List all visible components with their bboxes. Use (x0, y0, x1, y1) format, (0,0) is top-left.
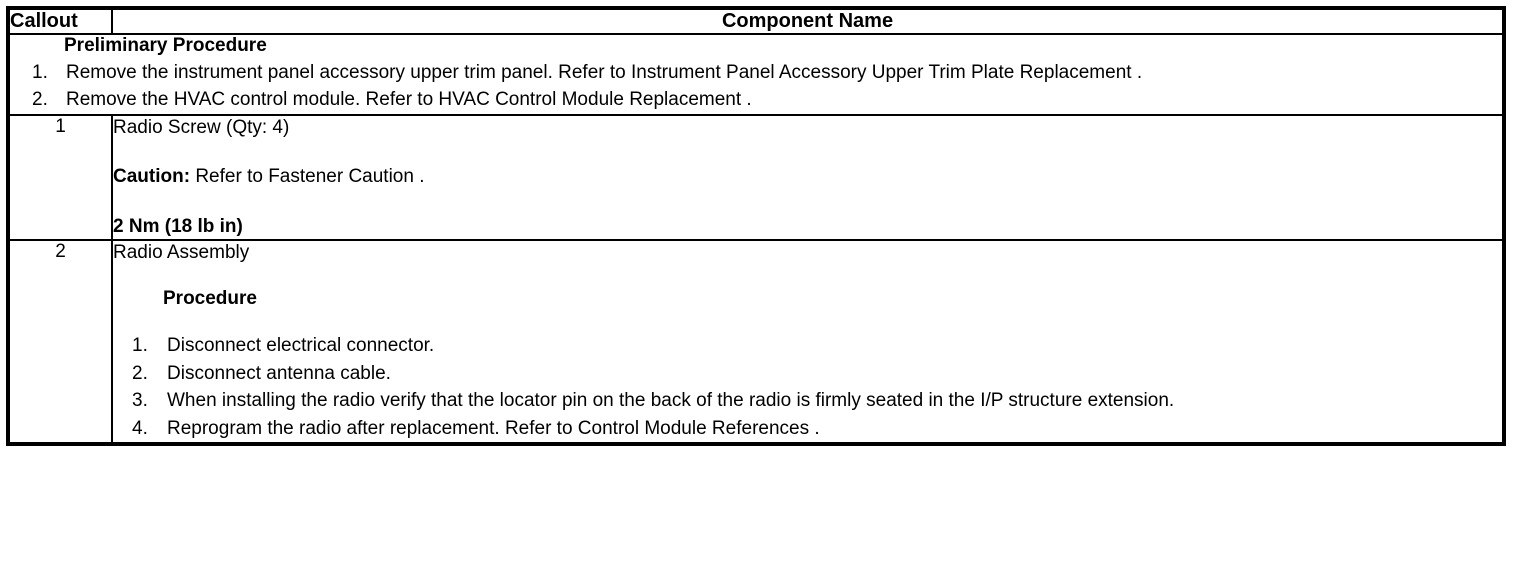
list-item: 3. When installing the radio verify that… (113, 387, 1502, 414)
caution-label: Caution: (113, 166, 191, 188)
callout-number: 2 (7, 238, 113, 445)
preliminary-procedure-cell: Preliminary Procedure 1. Remove the inst… (7, 33, 1505, 116)
table-row: 2 Radio Assembly Procedure 1. Disconnect… (7, 238, 1505, 445)
spacer (113, 189, 1502, 215)
table-body: Preliminary Procedure 1. Remove the inst… (7, 33, 1505, 445)
list-item-number: 1. (132, 335, 148, 357)
callout-number: 1 (7, 113, 113, 241)
list-item: 1. Remove the instrument panel accessory… (10, 60, 1502, 87)
service-procedure-table: Callout Component Name Preliminary Proce… (6, 6, 1506, 446)
list-item-number: 3. (132, 390, 148, 412)
torque-specification: 2 Nm (18 lb in) (113, 216, 243, 238)
list-item-text: Remove the HVAC control module. Refer to… (66, 88, 752, 110)
spacer (113, 139, 1502, 165)
preliminary-procedure-row: Preliminary Procedure 1. Remove the inst… (7, 33, 1505, 116)
list-item-number: 2. (32, 88, 48, 110)
caution-text: Refer to Fastener Caution . (190, 166, 425, 188)
component-name-text: Radio Assembly (113, 241, 250, 263)
list-item-text: Remove the instrument panel accessory up… (66, 61, 1143, 83)
procedure-title: Procedure (163, 287, 257, 309)
list-item-number: 2. (132, 362, 148, 384)
list-item-text: Disconnect electrical connector. (167, 335, 435, 357)
caution-note: Caution: Refer to Fastener Caution . (113, 165, 1502, 189)
spacer (113, 265, 1502, 287)
list-item-text: Disconnect antenna cable. (167, 362, 391, 384)
service-procedure-table-container: Callout Component Name Preliminary Proce… (6, 6, 1506, 446)
table-header: Callout Component Name (7, 7, 1505, 35)
spacer (113, 310, 1502, 332)
procedure-list: 1. Disconnect electrical connector. 2. D… (113, 332, 1502, 441)
component-detail-cell: Radio Screw (Qty: 4) Caution: Refer to F… (111, 113, 1505, 241)
preliminary-procedure-title: Preliminary Procedure (64, 35, 267, 56)
component-detail-cell: Radio Assembly Procedure 1. Disconnect e… (111, 238, 1505, 445)
list-item: 1. Disconnect electrical connector. (113, 332, 1502, 359)
column-header-component-name: Component Name (111, 7, 1505, 35)
list-item-text: When installing the radio verify that th… (167, 390, 1175, 412)
component-name-text: Radio Screw (Qty: 4) (113, 116, 290, 138)
list-item: 2. Disconnect antenna cable. (113, 360, 1502, 387)
list-item-number: 1. (32, 61, 48, 83)
preliminary-procedure-list: 1. Remove the instrument panel accessory… (10, 60, 1502, 114)
list-item-number: 4. (132, 417, 148, 439)
list-item: 2. Remove the HVAC control module. Refer… (10, 87, 1502, 114)
table-header-row: Callout Component Name (7, 7, 1505, 35)
table-row: 1 Radio Screw (Qty: 4) Caution: Refer to… (7, 113, 1505, 241)
list-item-text: Reprogram the radio after replacement. R… (167, 417, 820, 439)
column-header-callout: Callout (7, 7, 113, 35)
list-item: 4. Reprogram the radio after replacement… (113, 415, 1502, 442)
